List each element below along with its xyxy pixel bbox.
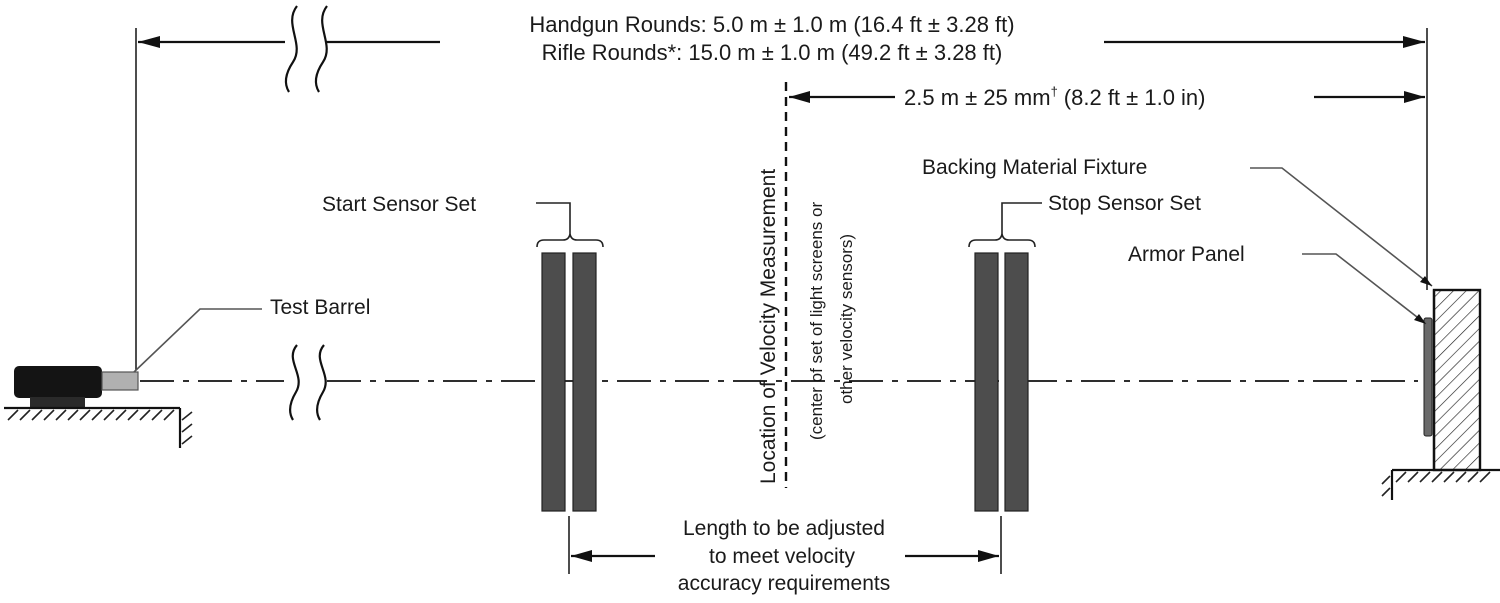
velocity-location-note-2: other velocity sensors)	[837, 234, 856, 404]
start-sensor-screen-1	[541, 252, 566, 512]
start-sensor-set: Start Sensor Set	[322, 193, 604, 512]
stop-sensor-set: Stop Sensor Set	[968, 192, 1201, 512]
start-sensor-label: Start Sensor Set	[322, 193, 476, 216]
test-barrel-label: Test Barrel	[270, 296, 370, 319]
armor-panel-callout: Armor Panel	[1128, 243, 1427, 325]
adjust-length-line-1: Length to be adjusted	[683, 517, 885, 540]
stop-sensor-label: Stop Sensor Set	[1048, 192, 1201, 215]
barrel-muzzle	[101, 371, 139, 391]
barrel-ground	[4, 406, 193, 448]
velocity-location-label: Location of Velocity Measurement	[757, 169, 780, 484]
backing-fixture-callout: Backing Material Fixture	[922, 156, 1433, 287]
adjustable-length-dimension: Length to be adjusted to meet velocity a…	[568, 516, 1002, 595]
backing-fixture-label: Backing Material Fixture	[922, 156, 1147, 179]
armor-panel-label: Armor Panel	[1128, 243, 1245, 266]
right-arrowhead	[1403, 36, 1425, 48]
barrel-mount-block	[30, 397, 85, 408]
handgun-range-label: Handgun Rounds: 5.0 m ± 1.0 m (16.4 ft ±…	[529, 12, 1014, 37]
break-symbol-line	[289, 344, 327, 421]
adjust-length-line-3: accuracy requirements	[678, 572, 890, 595]
test-barrel-callout: Test Barrel	[133, 296, 370, 373]
stop-sensor-screen-1	[974, 252, 999, 512]
line-of-fire	[140, 344, 1418, 421]
adjust-length-line-2: to meet velocity	[709, 545, 855, 568]
break-symbol-top	[284, 5, 328, 93]
barrel-receiver	[14, 366, 102, 398]
stop-sensor-screen-2	[1004, 252, 1029, 512]
left-arrowhead	[138, 36, 160, 48]
velocity-distance-label: 2.5 m ± 25 mm†(8.2 ft ± 1.0 in)	[904, 84, 1206, 110]
start-sensor-screen-2	[572, 252, 597, 512]
velocity-location-note-1: (center of set of light screens or	[807, 202, 826, 440]
backing-ground	[1381, 468, 1500, 500]
velocity-distance-dimension: 2.5 m ± 25 mm†(8.2 ft ± 1.0 in)	[784, 82, 1425, 488]
rifle-range-label: Rifle Rounds*: 15.0 m ± 1.0 m (49.2 ft ±…	[542, 40, 1003, 65]
stop-sensor-brace	[968, 233, 1036, 248]
test-barrel-assembly	[4, 366, 193, 448]
backing-material-fixture	[1432, 288, 1482, 472]
armor-panel	[1423, 317, 1433, 437]
start-sensor-brace	[536, 233, 604, 248]
range-distance-dimension: Handgun Rounds: 5.0 m ± 1.0 m (16.4 ft ±…	[135, 5, 1428, 370]
